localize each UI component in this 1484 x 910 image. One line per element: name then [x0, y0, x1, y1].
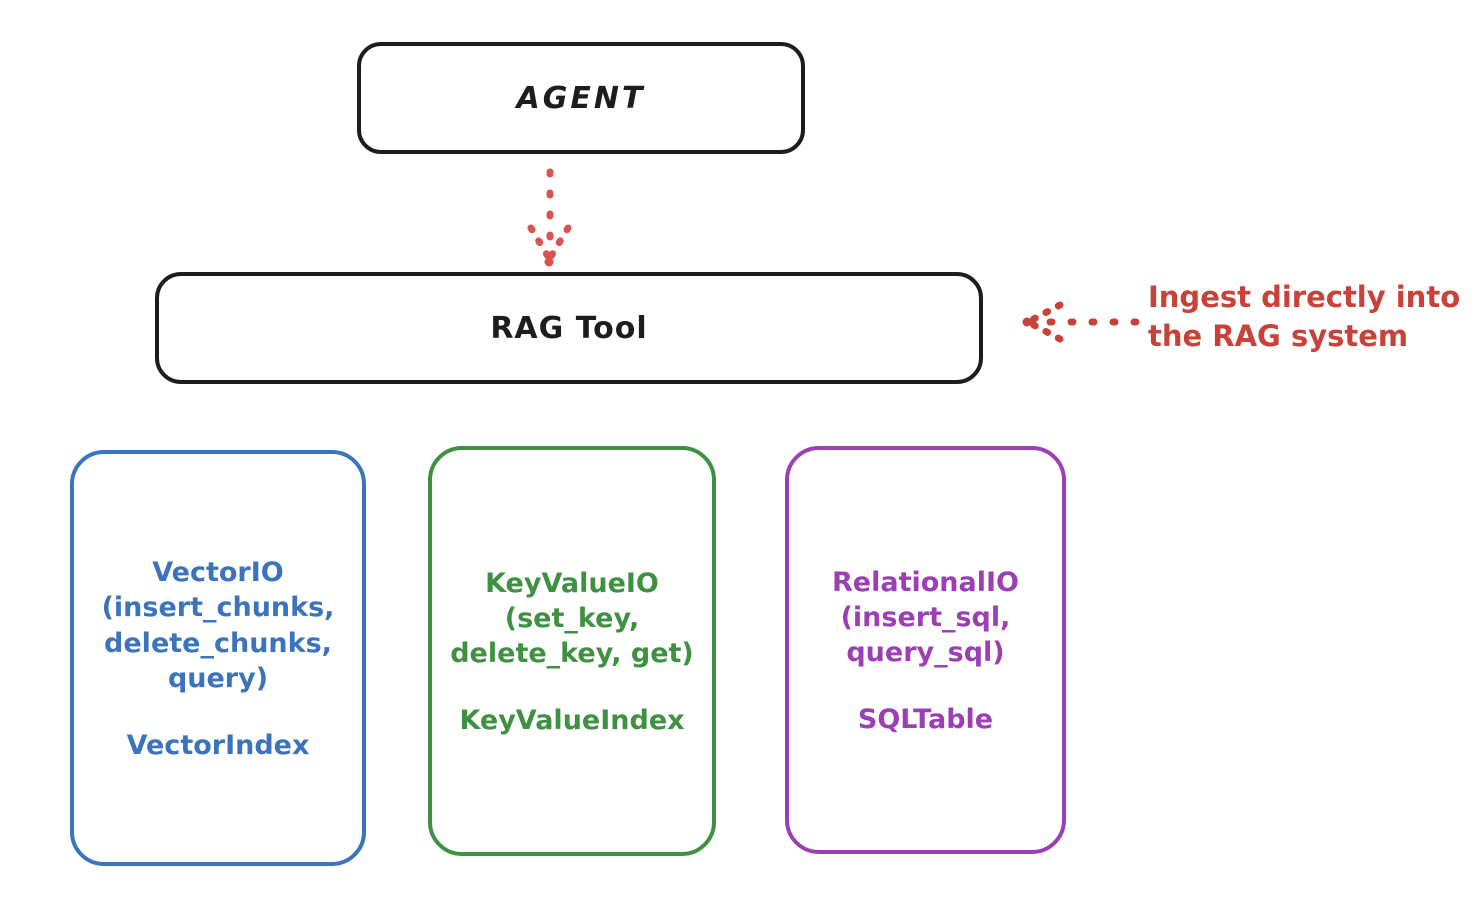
- annotation-to-rag-tool-arrow-icon: [1022, 301, 1140, 343]
- keyvalue-io-node[interactable]: KeyValueIO (set_key, delete_key, get) Ke…: [428, 446, 716, 856]
- agent-to-rag-tool-arrow-icon: [527, 168, 572, 267]
- vector-io-index-label: VectorIndex: [126, 729, 310, 761]
- rag-tool-node-label: RAG Tool: [490, 310, 648, 346]
- keyvalue-io-index-label: KeyValueIndex: [459, 705, 685, 737]
- agent-node-label: AGENT: [516, 80, 646, 116]
- keyvalue-io-title: KeyValueIO (set_key, delete_key, get): [450, 567, 694, 670]
- relational-io-node[interactable]: RelationalIO (insert_sql, query_sql) SQL…: [785, 446, 1066, 854]
- relational-io-title: RelationalIO (insert_sql, query_sql): [832, 566, 1019, 669]
- vector-io-node[interactable]: VectorIO (insert_chunks, delete_chunks, …: [70, 450, 366, 866]
- rag-tool-node[interactable]: RAG Tool: [155, 272, 983, 384]
- relational-io-index-label: SQLTable: [857, 704, 994, 736]
- vector-io-title: VectorIO (insert_chunks, delete_chunks, …: [101, 557, 335, 694]
- ingest-annotation-text: Ingest directly into the RAG system: [1148, 280, 1461, 353]
- agent-node[interactable]: AGENT: [357, 42, 805, 154]
